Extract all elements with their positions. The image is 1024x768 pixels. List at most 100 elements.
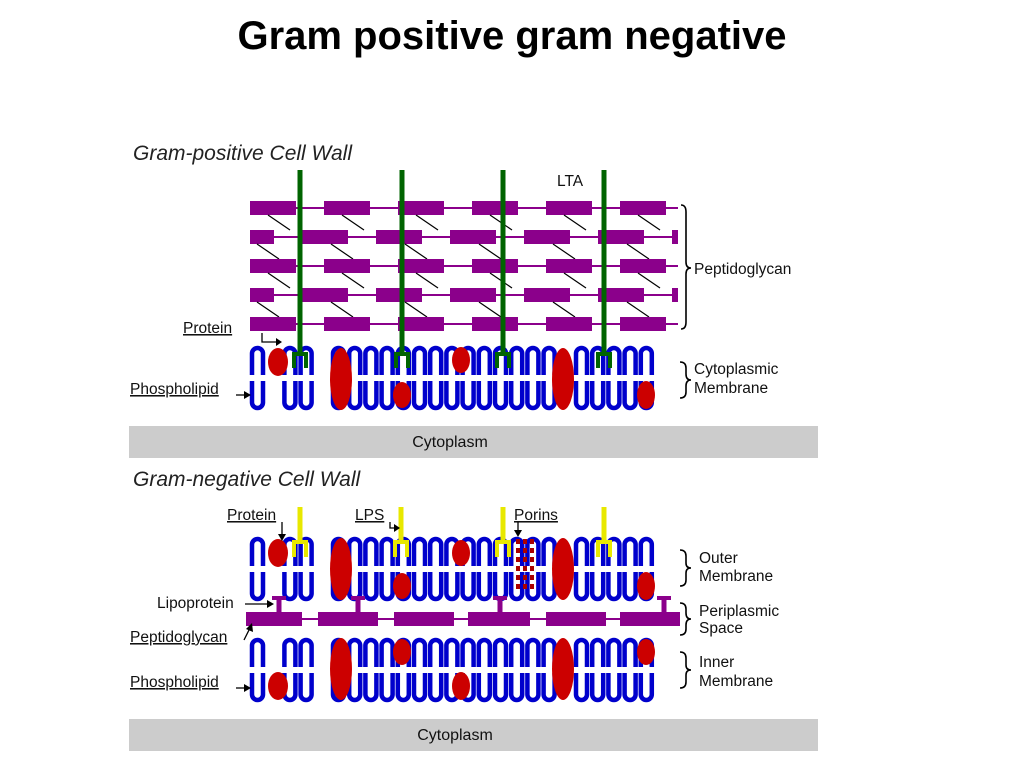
phospholipid xyxy=(606,673,622,703)
glycan-unit xyxy=(620,259,666,273)
glycan-unit xyxy=(472,201,518,215)
phospholipid xyxy=(525,381,541,411)
periplasmic-brace xyxy=(679,602,692,636)
phospholipid xyxy=(444,572,460,602)
peptide-crosslink xyxy=(563,214,587,231)
membrane-protein xyxy=(268,348,288,376)
outer-membrane-brace xyxy=(679,549,692,587)
gn-glycan-unit xyxy=(318,612,378,626)
gn-glycan-unit xyxy=(246,612,302,626)
phospholipid xyxy=(298,572,314,602)
peptide-crosslink xyxy=(563,272,587,289)
gn-glycan-unit xyxy=(620,612,680,626)
gram-negative-periplasmic-space xyxy=(246,596,680,626)
glycan-unit xyxy=(398,201,444,215)
glycan-unit xyxy=(324,317,370,331)
phospholipid xyxy=(427,345,444,375)
gn-glycan-unit xyxy=(468,612,530,626)
phospholipid xyxy=(363,381,379,411)
phospholipid xyxy=(622,536,638,566)
porin-channel xyxy=(530,557,534,562)
lps-strand xyxy=(398,507,404,541)
glycan-unit xyxy=(302,230,348,244)
phospholipid xyxy=(573,381,590,411)
phospholipid xyxy=(411,345,428,375)
phospholipid xyxy=(282,381,298,411)
phospholipid xyxy=(411,381,428,411)
periplasmic-label-line2: Space xyxy=(699,620,743,637)
membrane-protein xyxy=(452,672,470,700)
lipoprotein xyxy=(276,598,282,614)
phospholipid xyxy=(476,572,493,602)
phospholipid xyxy=(492,673,509,703)
phospholipid xyxy=(363,572,379,602)
lps-anchor xyxy=(596,540,612,557)
phospholipid xyxy=(508,345,525,375)
porin-channel xyxy=(523,566,527,571)
phospholipid xyxy=(606,637,622,667)
glycan-unit xyxy=(376,288,422,302)
lps-strand xyxy=(500,507,506,541)
phospholipid xyxy=(379,345,395,375)
glycan-unit xyxy=(250,288,274,302)
gp-protein-label: Protein xyxy=(183,320,232,337)
peptide-crosslink xyxy=(478,243,502,260)
porin-channel xyxy=(530,584,534,589)
glycan-unit xyxy=(250,317,296,331)
phospholipid xyxy=(363,637,379,667)
phospholipid xyxy=(379,673,395,703)
gram-positive-lta-strands xyxy=(292,170,612,368)
phospholipid xyxy=(525,345,541,375)
lipoprotein xyxy=(661,598,667,614)
lps-strand xyxy=(601,507,607,541)
glycan-unit xyxy=(250,201,296,215)
lipoprotein-arrowhead xyxy=(267,600,274,608)
membrane-protein xyxy=(452,540,470,566)
gram-negative-title: Gram-negative Cell Wall xyxy=(133,468,362,491)
glycan-unit xyxy=(376,230,422,244)
gp-membrane-label-line1: Cytoplasmic xyxy=(694,361,779,378)
phospholipid xyxy=(573,637,590,667)
phospholipid xyxy=(427,673,444,703)
phospholipid xyxy=(249,381,266,411)
phospholipid xyxy=(573,345,590,375)
phospholipid xyxy=(298,381,314,411)
phospholipid xyxy=(541,637,557,667)
peptide-crosslink xyxy=(341,214,365,231)
phospholipid xyxy=(379,536,395,566)
peptide-crosslink xyxy=(256,301,280,318)
glycan-unit xyxy=(546,259,592,273)
glycan-unit xyxy=(672,288,678,302)
membrane-protein xyxy=(552,348,574,410)
porins-label: Porins xyxy=(514,507,558,524)
porins-arrowhead xyxy=(514,530,522,537)
phospholipid xyxy=(411,673,428,703)
phospholipid xyxy=(622,637,638,667)
glycan-unit xyxy=(324,259,370,273)
phospholipid xyxy=(589,381,606,411)
glycan-unit xyxy=(472,259,518,273)
phospholipid xyxy=(249,572,266,602)
lta-label: LTA xyxy=(557,173,584,190)
gp-peptidoglycan-label: Peptidoglycan xyxy=(694,261,791,278)
porin-channel xyxy=(516,548,520,553)
phospholipid xyxy=(282,637,298,667)
phospholipid xyxy=(638,536,655,566)
membrane-protein xyxy=(552,538,574,600)
gn-cytoplasm-label: Cytoplasm xyxy=(417,727,493,744)
membrane-protein xyxy=(330,538,352,600)
phospholipid xyxy=(427,381,444,411)
gn-protein-label: Protein xyxy=(227,507,276,524)
phospholipid xyxy=(298,637,314,667)
glycan-unit xyxy=(250,259,296,273)
peptide-crosslink xyxy=(341,272,365,289)
porin-channel xyxy=(530,539,534,544)
phospholipid xyxy=(476,345,493,375)
phospholipid xyxy=(298,536,314,566)
lipoprotein-head xyxy=(493,596,507,600)
phospholipid xyxy=(249,637,266,667)
inner-membrane-label-line2: Membrane xyxy=(699,673,773,690)
phospholipid xyxy=(379,637,395,667)
glycan-unit xyxy=(250,230,274,244)
